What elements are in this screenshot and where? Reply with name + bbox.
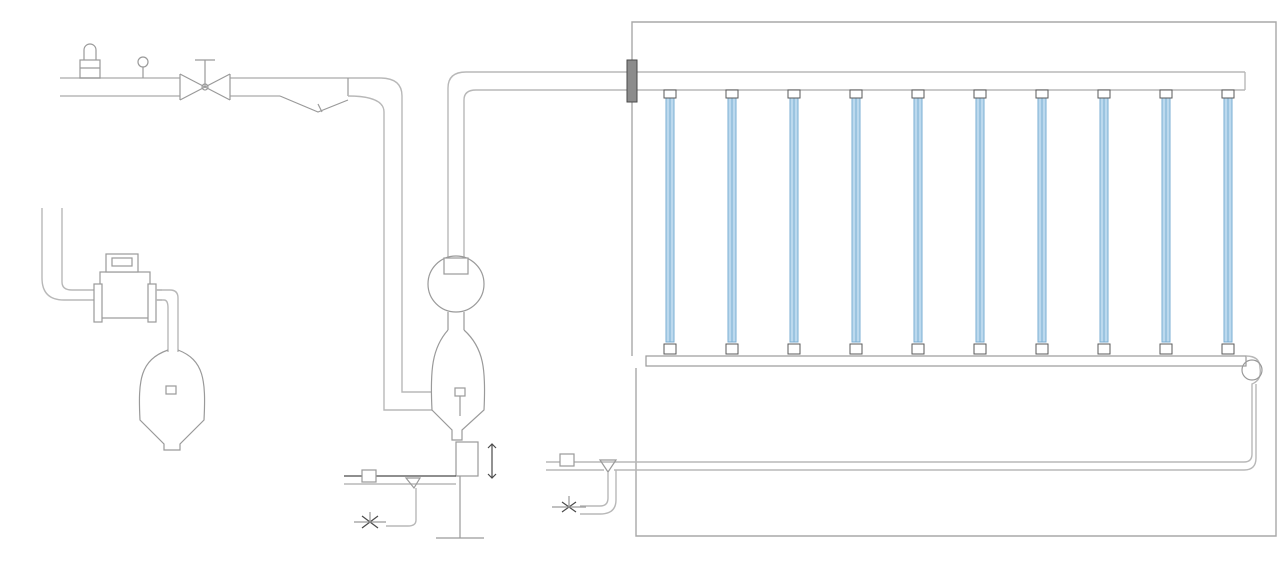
rotameter-tube — [1221, 89, 1235, 355]
return-manifold — [546, 453, 618, 515]
riser-pipe — [347, 77, 432, 411]
tube-top-fitting — [849, 89, 863, 99]
level-indicator — [436, 441, 497, 539]
tube-bottom-fitting — [1035, 343, 1049, 355]
rotameter-tube — [1035, 89, 1049, 355]
vertical-feed-pipe — [447, 71, 1246, 258]
flowmeter-outlet — [156, 289, 179, 352]
tube-top-fitting — [725, 89, 739, 99]
sight-gauge-icon — [137, 56, 149, 78]
tube-bottom-fitting — [1221, 343, 1235, 355]
tube-bottom-fitting — [911, 343, 925, 355]
bottom-header-pipe — [645, 355, 1247, 367]
rotameter-tube — [663, 89, 677, 355]
left-separator-vessel — [138, 349, 206, 451]
header-flange — [626, 59, 638, 103]
tube-top-fitting — [911, 89, 925, 99]
rotameter-tube — [849, 89, 863, 355]
y-strainer-icon — [279, 78, 349, 113]
rotameter-tube — [725, 89, 739, 355]
rotameter-tube — [787, 89, 801, 355]
tube-top-fitting — [1035, 89, 1049, 99]
tube-top-fitting — [1159, 89, 1173, 99]
tube-bottom-fitting — [973, 343, 987, 355]
rotameter-tube — [1097, 89, 1111, 355]
tube-bottom-fitting — [787, 343, 801, 355]
tube-bottom-fitting — [725, 343, 739, 355]
flowmeter-icon — [93, 253, 157, 323]
tube-top-fitting — [1097, 89, 1111, 99]
return-line — [614, 355, 1263, 471]
tube-top-fitting — [973, 89, 987, 99]
rotameter-tube — [911, 89, 925, 355]
tube-bottom-fitting — [1097, 343, 1111, 355]
tube-bottom-fitting — [663, 343, 677, 355]
rotameter-bank — [663, 89, 1235, 355]
pressure-gauge-icon — [79, 43, 101, 79]
tube-bottom-fitting — [1159, 343, 1173, 355]
main-separator-vessel — [430, 329, 486, 441]
tube-top-fitting — [1221, 89, 1235, 99]
tube-bottom-fitting — [849, 343, 863, 355]
sight-glass-icon — [427, 255, 485, 330]
bottom-drain-manifold — [344, 469, 456, 527]
globe-valve-icon — [179, 59, 231, 101]
tube-top-fitting — [787, 89, 801, 99]
check-valve-icon — [552, 496, 586, 513]
drain-valve-icon — [354, 512, 386, 529]
tube-top-fitting — [663, 89, 677, 99]
rotameter-tube — [1159, 89, 1173, 355]
supply-line — [60, 77, 380, 97]
rotameter-tube — [973, 89, 987, 355]
